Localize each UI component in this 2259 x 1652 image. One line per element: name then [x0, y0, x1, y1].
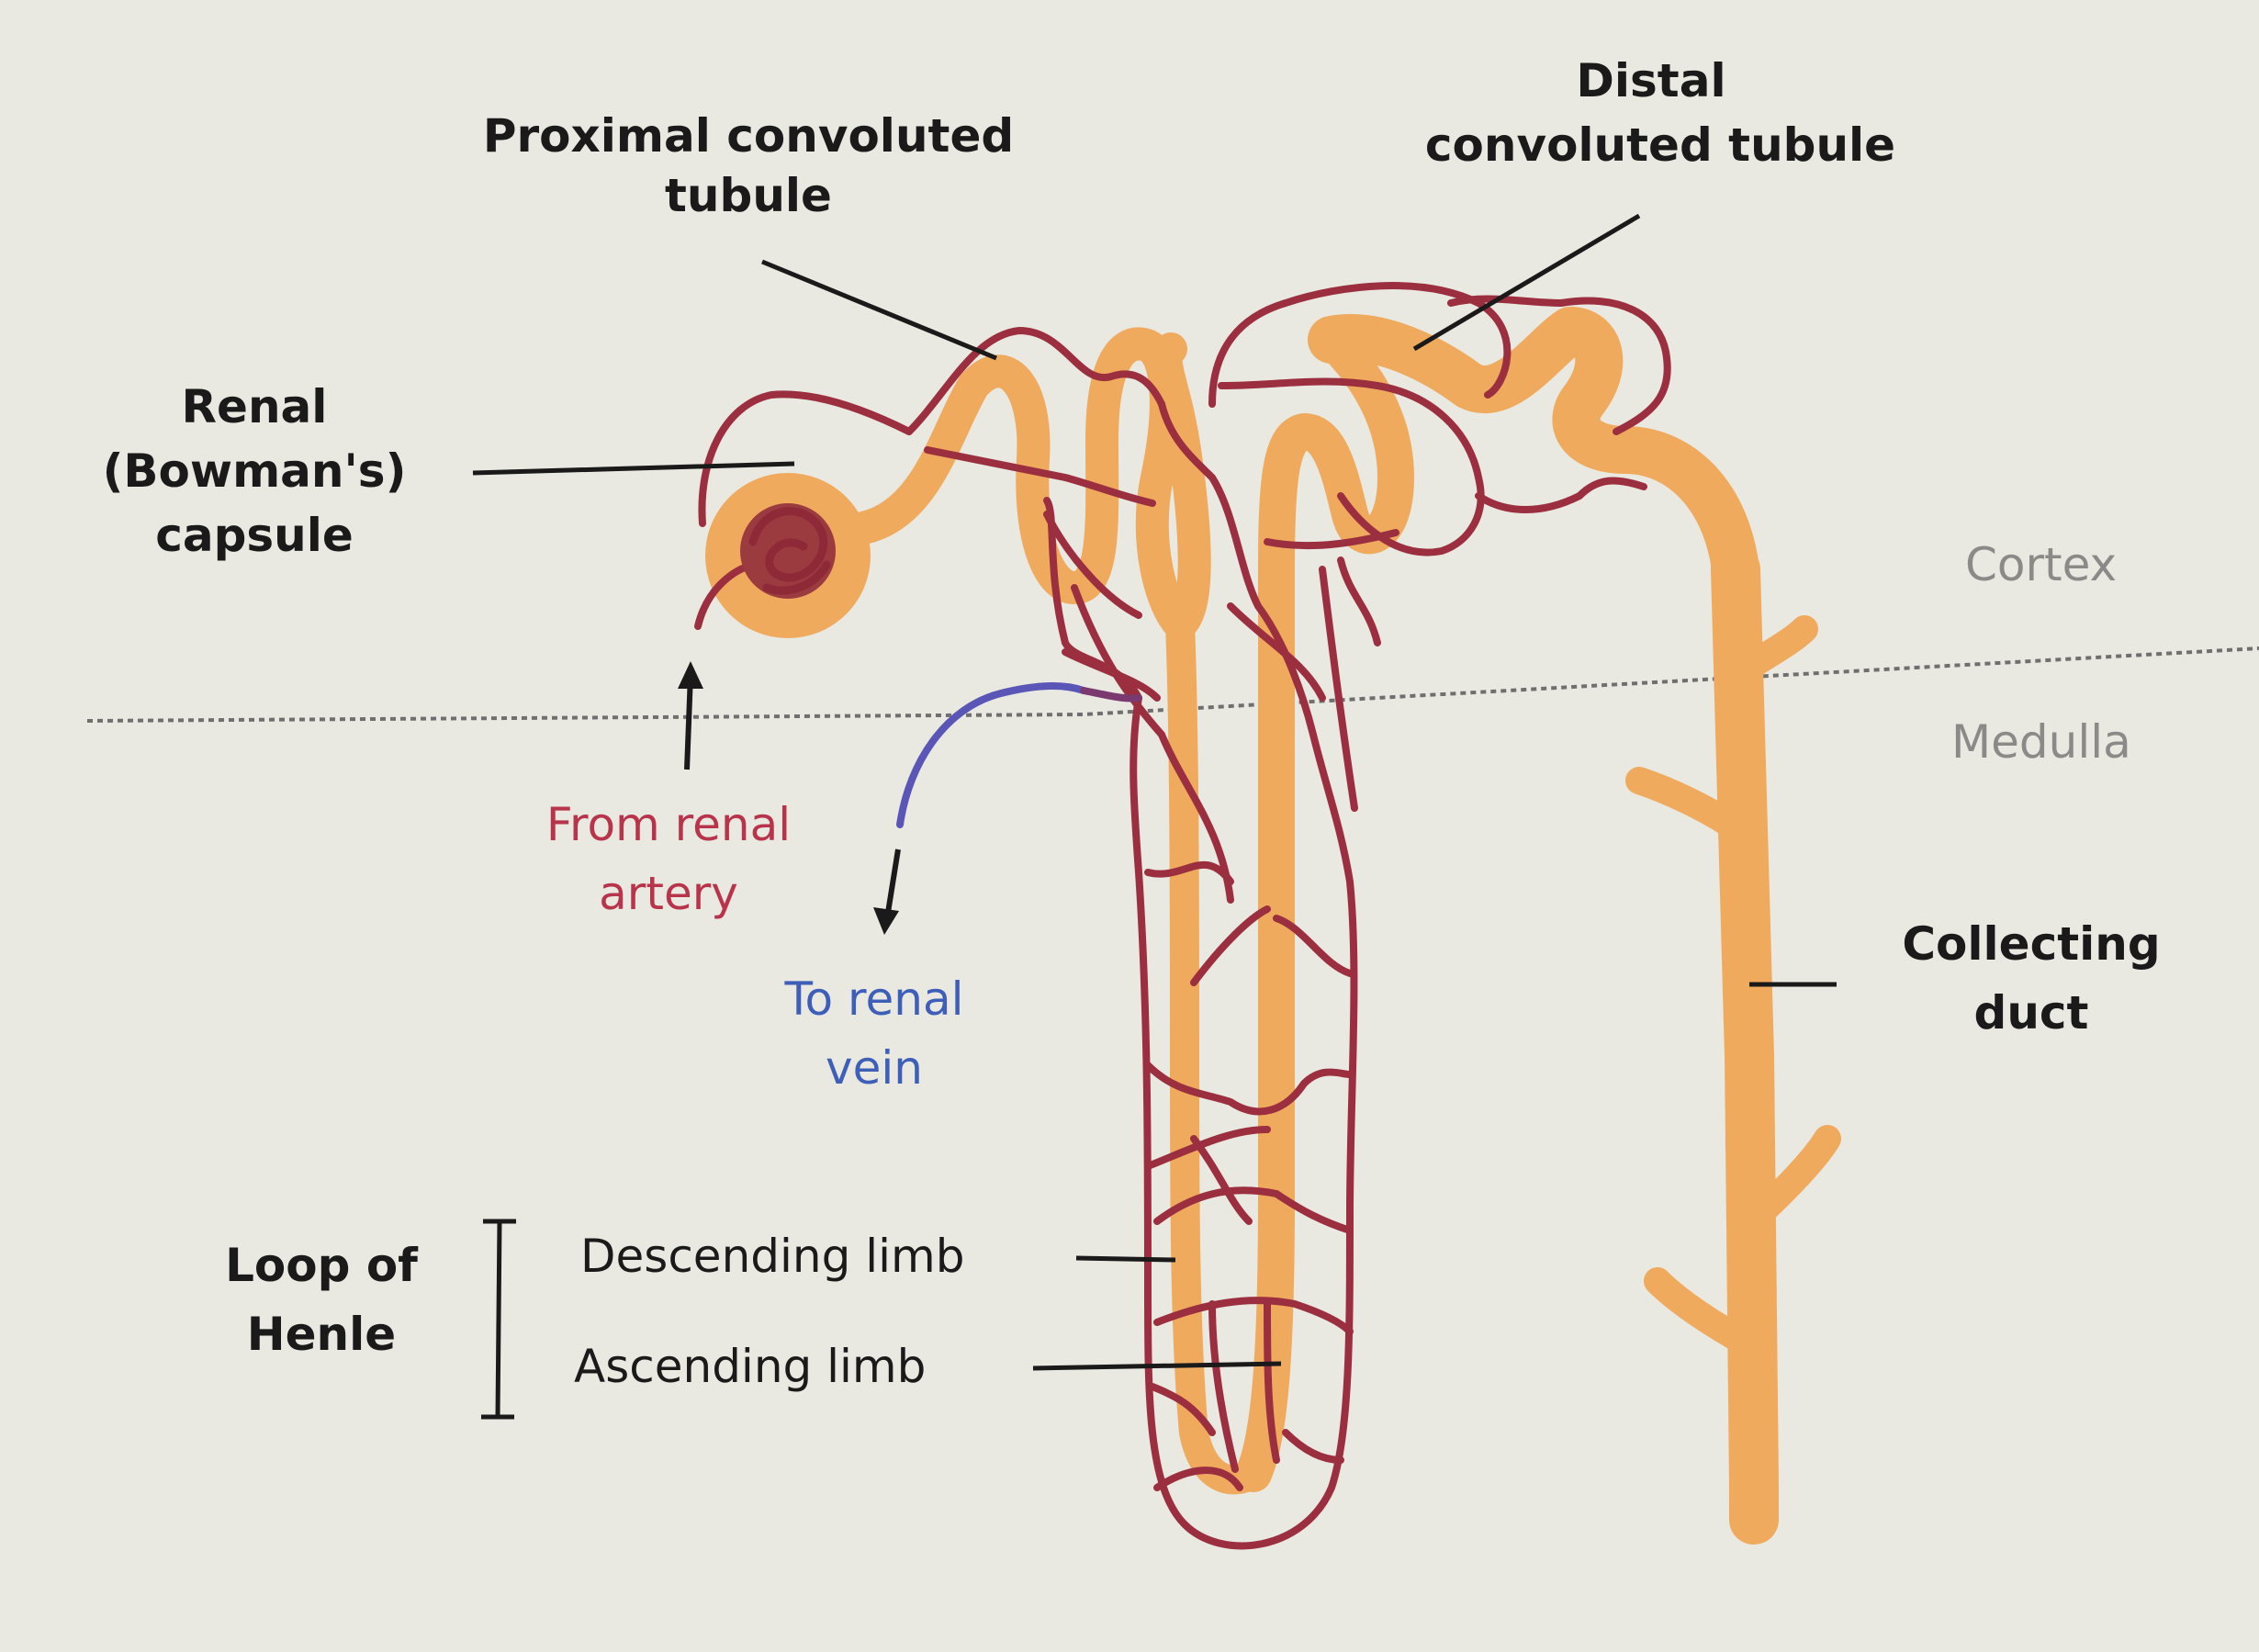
loop-label-line2: Henle [247, 1308, 396, 1361]
venule [1043, 497, 1142, 702]
duct-label-line2: duct [1974, 986, 2089, 1040]
capillary-segment [1447, 295, 1671, 435]
cortex-label: Cortex [1965, 538, 2117, 591]
duct-branch [1724, 615, 1818, 689]
capsule-label-line3: capsule [155, 509, 354, 562]
medulla-label: Medulla [1951, 715, 2131, 769]
vasa-recta-inner [1319, 566, 1358, 812]
capillary-segment [1337, 556, 1381, 646]
capillary-rung [1208, 1300, 1239, 1473]
duct-branch [1644, 1267, 1764, 1359]
proximal-convoluted-tubule [847, 327, 1211, 641]
capillary-rung [1190, 905, 1271, 986]
duct-branch [1733, 1125, 1841, 1240]
pct-leader [761, 259, 997, 361]
capillary-network [694, 282, 1671, 1550]
vein-label-line2: vein [826, 1041, 923, 1095]
efferent-arteriole [698, 327, 1165, 527]
renal-vein-blend [1080, 687, 1142, 702]
capillary-rung [1273, 915, 1354, 977]
pct-label-line1: Proximal convoluted [483, 109, 1014, 163]
down-arrow-icon [873, 848, 901, 935]
capillary-rung [1149, 1383, 1216, 1436]
artery-label-line1: From renal [546, 798, 791, 851]
capillary-rung [1282, 1429, 1344, 1464]
nephron-tubule [705, 307, 1841, 1545]
cortex-medulla-boundary [86, 646, 2259, 723]
pct-label-line2: tubule [665, 169, 832, 222]
capillary-segment [924, 446, 1156, 507]
vasa-recta-descending [1130, 400, 1358, 1550]
distal-convoluted-tubule [1308, 307, 1759, 593]
capillary-rung [1153, 1186, 1280, 1225]
dct-label-line2: convoluted tubule [1425, 118, 1895, 172]
dct-label-line1: Distal [1576, 54, 1725, 107]
capillary-rung [1144, 860, 1234, 885]
duct-label-line1: Collecting [1902, 917, 2160, 971]
capillary-segment [1208, 282, 1512, 408]
duct-branch [1625, 767, 1754, 845]
capillary-rung [1153, 1297, 1354, 1335]
loop-bracket [481, 1219, 516, 1420]
descending-limb-label: Descending limb [580, 1230, 964, 1283]
capillary-rung [1144, 1062, 1354, 1116]
up-arrow-icon [678, 661, 703, 770]
capillary-rung [1190, 1135, 1253, 1225]
capillary-segment [1218, 377, 1485, 556]
ascending-leader [1032, 1361, 1282, 1371]
glomerulus [740, 503, 836, 599]
capillary-rung [1144, 1126, 1271, 1170]
ascending-limb-tubule [1235, 321, 1414, 1492]
vasa-recta-inner [1227, 602, 1326, 702]
loop-label-line1: Loop of [225, 1239, 419, 1292]
capillary-segment [1264, 529, 1399, 550]
ascending-limb-label: Ascending limb [574, 1340, 926, 1393]
renal-vein-vessel [896, 682, 1087, 828]
capillary-rung [1273, 1190, 1354, 1234]
capsule-label-line1: Renal [182, 380, 328, 433]
capsule-leader [472, 461, 795, 476]
vein-label-line1: To renal [784, 972, 964, 1026]
capillary-rung [1264, 1300, 1280, 1464]
descending-leader [1075, 1255, 1176, 1263]
dct-leader [1412, 213, 1641, 352]
capillary-rung [1153, 1467, 1243, 1491]
collecting-duct [1711, 545, 1779, 1545]
capsule-label-line2: (Bowman's) [103, 444, 407, 498]
capillary-segment [1475, 477, 1647, 513]
artery-label-line2: artery [599, 867, 738, 920]
leader-lines [472, 213, 1837, 1420]
